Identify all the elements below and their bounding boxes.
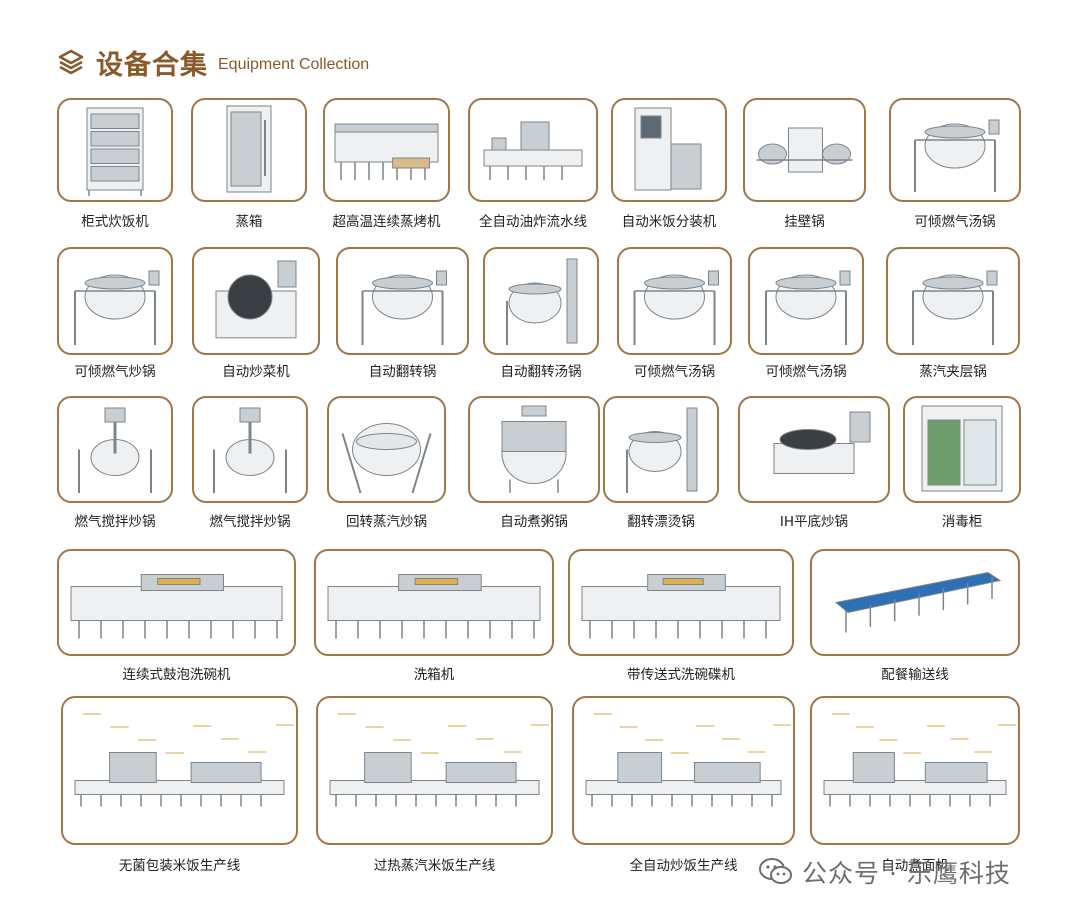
equipment-card[interactable]: 挂壁锅 <box>743 98 866 230</box>
equipment-card[interactable]: 可倾燃气汤锅 <box>889 98 1021 230</box>
equipment-photo <box>568 549 794 656</box>
equipment-label: 蒸箱 <box>235 214 263 230</box>
equipment-label: 全自动炒饭生产线 <box>629 858 738 874</box>
equipment-photo <box>611 98 727 202</box>
equipment-card[interactable]: 蒸汽夹层锅 <box>886 247 1020 380</box>
equipment-card[interactable]: 柜式炊饭机 <box>57 98 173 230</box>
equipment-photo <box>327 396 446 503</box>
equipment-card[interactable]: 全自动油炸流水线 <box>468 98 598 230</box>
equipment-card[interactable]: 自动米饭分装机 <box>611 98 727 230</box>
equipment-card[interactable]: 蒸箱 <box>191 98 307 230</box>
layers-icon <box>58 49 84 75</box>
equipment-photo <box>889 98 1021 202</box>
equipment-label: 无菌包装米饭生产线 <box>118 858 241 874</box>
equipment-photo <box>192 396 308 503</box>
equipment-label: 自动翻转锅 <box>368 364 437 380</box>
equipment-card[interactable]: 可倾燃气汤锅 <box>748 247 864 380</box>
equipment-card[interactable]: 配餐输送线 <box>810 549 1020 683</box>
equipment-card[interactable]: 回转蒸汽炒锅 <box>327 396 446 530</box>
wechat-icon <box>759 858 792 884</box>
equipment-card[interactable]: IH平底炒锅 <box>738 396 890 530</box>
equipment-photo <box>57 549 296 656</box>
equipment-card[interactable]: 燃气搅拌炒锅 <box>192 396 308 530</box>
equipment-label: 自动炒菜机 <box>222 364 290 380</box>
equipment-photo <box>903 396 1021 503</box>
equipment-photo <box>617 247 732 355</box>
equipment-label: 柜式炊饭机 <box>81 214 149 230</box>
watermark-text: 公众号 · 乐鹰科技 <box>802 859 1011 888</box>
equipment-card[interactable]: 洗箱机 <box>314 549 554 683</box>
equipment-card[interactable]: 燃气搅拌炒锅 <box>57 396 173 530</box>
equipment-photo <box>748 247 864 355</box>
equipment-photo <box>572 696 795 845</box>
equipment-label: 可倾燃气汤锅 <box>914 214 996 230</box>
equipment-photo <box>810 549 1020 656</box>
equipment-photo <box>738 396 890 503</box>
equipment-photo <box>468 98 598 202</box>
equipment-photo <box>323 98 450 202</box>
equipment-label: 可倾燃气汤锅 <box>634 364 715 380</box>
equipment-label: 可倾燃气汤锅 <box>765 364 847 380</box>
equipment-photo <box>810 696 1020 845</box>
equipment-label: 洗箱机 <box>413 667 455 683</box>
equipment-card[interactable]: 无菌包装米饭生产线 <box>61 696 298 874</box>
equipment-card[interactable]: 带传送式洗碗碟机 <box>568 549 794 683</box>
equipment-photo <box>336 247 469 355</box>
watermark: 公众号 · 乐鹰科技 <box>758 852 1011 892</box>
equipment-label: 带传送式洗碗碟机 <box>627 667 735 683</box>
equipment-photo <box>57 98 173 202</box>
equipment-card[interactable]: 全自动炒饭生产线 <box>572 696 795 874</box>
equipment-photo <box>483 247 599 355</box>
equipment-label: 全自动油炸流水线 <box>479 214 587 230</box>
equipment-card[interactable]: 自动翻转锅 <box>336 247 469 380</box>
equipment-label: IH平底炒锅 <box>779 514 849 530</box>
equipment-photo <box>886 247 1020 355</box>
equipment-photo <box>468 396 600 503</box>
equipment-card[interactable]: 自动炒菜机 <box>192 247 320 380</box>
equipment-card[interactable]: 翻转漂烫锅 <box>603 396 719 530</box>
equipment-photo <box>316 696 553 845</box>
equipment-card[interactable]: 自动煮粥锅 <box>468 396 600 530</box>
equipment-photo <box>57 247 173 355</box>
section-header: 设备合集 Equipment Collection <box>56 40 369 84</box>
equipment-label: 燃气搅拌炒锅 <box>74 514 156 530</box>
equipment-label: 回转蒸汽炒锅 <box>346 514 427 530</box>
equipment-label: 挂壁锅 <box>784 214 825 230</box>
equipment-card[interactable]: 自动翻转汤锅 <box>483 247 599 380</box>
equipment-label: 连续式鼓泡洗碗机 <box>122 667 231 683</box>
page-title: 设备合集 <box>96 49 208 81</box>
equipment-label: 自动翻转汤锅 <box>500 364 582 380</box>
equipment-card[interactable]: 消毒柜 <box>903 396 1021 530</box>
equipment-card[interactable]: 过热蒸汽米饭生产线 <box>316 696 553 874</box>
equipment-card[interactable]: 超高温连续蒸烤机 <box>323 98 450 230</box>
equipment-photo <box>314 549 554 656</box>
equipment-card[interactable]: 可倾燃气炒锅 <box>57 247 173 380</box>
equipment-label: 可倾燃气炒锅 <box>74 364 156 380</box>
equipment-label: 自动米饭分装机 <box>621 214 717 230</box>
equipment-photo <box>191 98 307 202</box>
equipment-label: 消毒柜 <box>941 514 983 530</box>
equipment-card[interactable]: 自动煮面机 <box>810 696 1020 874</box>
equipment-photo <box>603 396 719 503</box>
equipment-label: 燃气搅拌炒锅 <box>209 514 291 530</box>
equipment-label: 蒸汽夹层锅 <box>919 364 987 380</box>
page-subtitle: Equipment Collection <box>218 56 370 73</box>
equipment-card[interactable]: 可倾燃气汤锅 <box>617 247 732 380</box>
equipment-photo <box>192 247 320 355</box>
equipment-label: 配餐输送线 <box>881 667 949 683</box>
equipment-label: 超高温连续蒸烤机 <box>332 214 441 230</box>
equipment-photo <box>743 98 866 202</box>
equipment-label: 翻转漂烫锅 <box>627 514 695 530</box>
equipment-photo <box>61 696 298 845</box>
equipment-label: 自动煮面机 <box>881 858 949 874</box>
equipment-photo <box>57 396 173 503</box>
equipment-label: 过热蒸汽米饭生产线 <box>373 858 496 874</box>
equipment-label: 自动煮粥锅 <box>500 514 568 530</box>
equipment-card[interactable]: 连续式鼓泡洗碗机 <box>57 549 296 683</box>
